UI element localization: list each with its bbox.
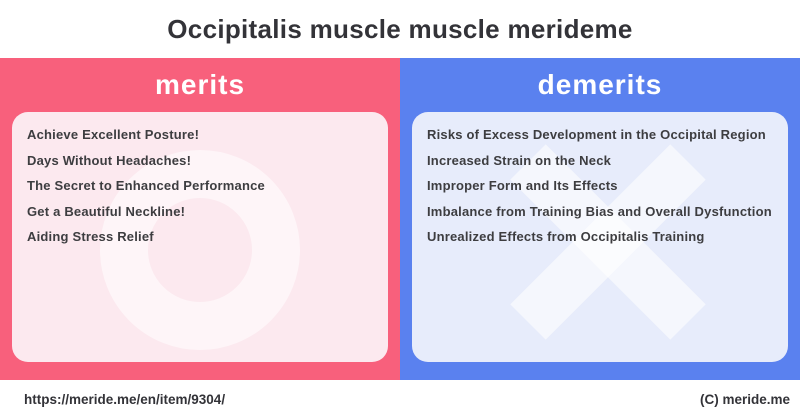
demerits-content-box: Risks of Excess Development in the Occip… (412, 112, 788, 362)
merit-list-item: Achieve Excellent Posture! (27, 127, 200, 142)
merits-header: merits (0, 58, 400, 112)
merit-list-item: Aiding Stress Relief (27, 229, 154, 244)
title-bar: Occipitalis muscle muscle merideme (0, 0, 800, 58)
merit-list-item: Days Without Headaches! (27, 152, 192, 168)
demerits-panel: demerits Risks of Excess Development in … (400, 58, 800, 380)
merits-content-box: Achieve Excellent Posture! Days Without … (12, 112, 388, 362)
merits-panel: merits Achieve Excellent Posture! Days W… (0, 58, 400, 380)
footer: https://meride.me/en/item/9304/ (C) meri… (0, 380, 800, 418)
demerit-list-item: Risks of Excess Development in the Occip… (427, 127, 766, 142)
demerit-list-item: Increased Strain on the Neck (427, 152, 612, 168)
cross-x-icon (510, 144, 706, 340)
demerit-list-item: Imbalance from Training Bias and Overall… (427, 203, 772, 219)
demerits-header-label: demerits (537, 69, 663, 100)
demerit-list-item: Improper Form and Its Effects (427, 178, 618, 193)
merit-list-item: The Secret to Enhanced Performance (27, 178, 265, 193)
footer-copyright: (C) meride.me (699, 391, 790, 407)
page-title: Occipitalis muscle muscle merideme (167, 13, 633, 44)
demerits-list: Risks of Excess Development in the Occip… (427, 122, 773, 250)
demerit-list-item: Unrealized Effects from Occipitalis Trai… (427, 229, 705, 244)
merits-header-label: merits (154, 69, 246, 100)
footer-url: https://meride.me/en/item/9304/ (24, 391, 226, 407)
demerits-header: demerits (400, 58, 800, 112)
merits-list: Achieve Excellent Posture! Days Without … (27, 122, 373, 250)
comparison-panels: merits Achieve Excellent Posture! Days W… (0, 58, 800, 380)
merit-list-item: Get a Beautiful Neckline! (27, 203, 186, 219)
